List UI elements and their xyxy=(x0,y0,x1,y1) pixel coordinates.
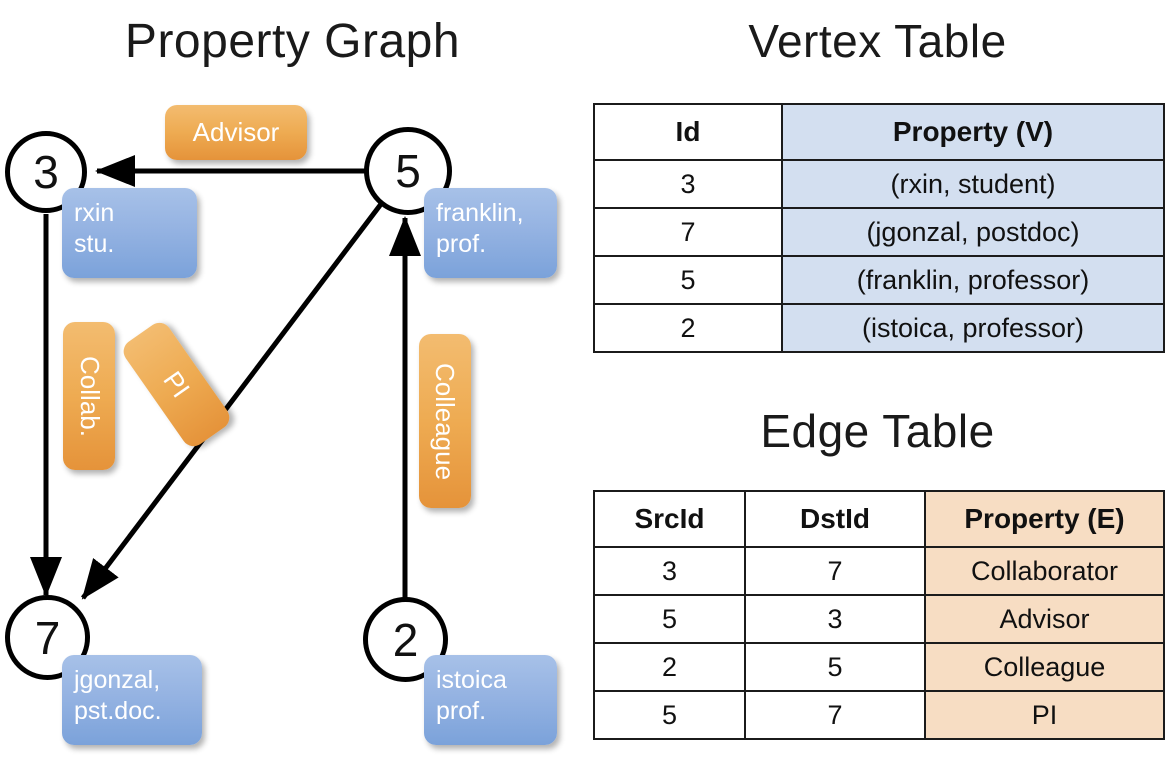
node-2-property-line-1: istoica xyxy=(436,666,507,694)
table-row: 3 (rxin, student) xyxy=(593,159,1165,209)
vertex-row-0-id: 3 xyxy=(593,159,783,209)
node-5-property-line-1: franklin, xyxy=(436,199,524,227)
vertex-row-0-property: (rxin, student) xyxy=(781,159,1165,209)
edge-label-collab: Collab. xyxy=(63,322,115,470)
vertex-table: Id Property (V) 3 (rxin, student) 7 (jgo… xyxy=(593,103,1165,353)
node-5-property-box: franklin, prof. xyxy=(424,188,557,278)
edge-row-1-property: Advisor xyxy=(924,594,1165,644)
node-2-property-box: istoica prof. xyxy=(424,655,557,745)
table-row: 2 (istoica, professor) xyxy=(593,303,1165,353)
edge-label-advisor: Advisor xyxy=(165,105,307,160)
graph-edges-svg xyxy=(30,155,421,600)
edge-label-colleague: Colleague xyxy=(419,334,471,508)
edge-table-header-srcid: SrcId xyxy=(593,490,746,548)
node-3-property-line-2: stu. xyxy=(74,229,115,258)
node-7-property-line-2: pst.doc. xyxy=(74,696,162,725)
edge-row-1-dst: 3 xyxy=(744,594,926,644)
property-graph-panel: Property Graph 3 5 7 2 rxin stu. frankli… xyxy=(5,15,557,745)
edge-label-colleague-text: Colleague xyxy=(430,362,461,480)
edge-label-advisor-text: Advisor xyxy=(192,117,280,147)
graph-node-7-label: 7 xyxy=(34,611,61,664)
vertex-table-header-id: Id xyxy=(593,103,783,161)
graph-node-3-label: 3 xyxy=(33,146,59,198)
edge-row-2-dst: 5 xyxy=(744,642,926,692)
vertex-row-2-id: 5 xyxy=(593,255,783,305)
edge-row-3-src: 5 xyxy=(593,690,746,740)
edge-row-0-dst: 7 xyxy=(744,546,926,596)
edge-label-pi-text: PI xyxy=(157,365,197,403)
vertex-row-3-id: 2 xyxy=(593,303,783,353)
edge-row-0-src: 3 xyxy=(593,546,746,596)
graph-node-5-label: 5 xyxy=(395,145,421,197)
vertex-row-1-property: (jgonzal, postdoc) xyxy=(781,207,1165,257)
table-row: 3 7 Collaborator xyxy=(593,546,1165,596)
table-row: 7 (jgonzal, postdoc) xyxy=(593,207,1165,257)
node-2-property-line-2: prof. xyxy=(436,696,487,725)
edge-row-1-src: 5 xyxy=(593,594,746,644)
table-row: 2 5 Colleague xyxy=(593,642,1165,692)
graph-node-2[interactable]: 2 xyxy=(363,597,448,682)
edge-table-header-dstid: DstId xyxy=(744,490,926,548)
node-3-property-box: rxin stu. xyxy=(62,188,197,278)
table-row: 5 7 PI xyxy=(593,690,1165,740)
page-title-edge-table: Edge Table xyxy=(760,405,995,457)
vertex-table-header-property: Property (V) xyxy=(781,103,1165,161)
node-5-property-line-2: prof. xyxy=(436,229,487,258)
edge-table-header-property: Property (E) xyxy=(924,490,1165,548)
vertex-row-3-property: (istoica, professor) xyxy=(781,303,1165,353)
vertex-row-1-id: 7 xyxy=(593,207,783,257)
page-title-property-graph: Property Graph xyxy=(124,15,461,68)
table-row: 5 (franklin, professor) xyxy=(593,255,1165,305)
edge-row-2-property: Colleague xyxy=(924,642,1165,692)
edge-table-header-row: SrcId DstId Property (E) xyxy=(593,490,1165,548)
graph-node-5[interactable]: 5 xyxy=(364,127,452,215)
edge-label-collab-text: Collab. xyxy=(74,355,105,437)
edge-row-0-property: Collaborator xyxy=(924,546,1165,596)
node-7-property-line-1: jgonzal, xyxy=(74,666,161,694)
table-row: 5 3 Advisor xyxy=(593,594,1165,644)
edge-table: SrcId DstId Property (E) 3 7 Collaborato… xyxy=(593,490,1165,740)
vertex-row-2-property: (franklin, professor) xyxy=(781,255,1165,305)
edge-5-to-7-pi xyxy=(81,202,383,600)
edge-row-3-property: PI xyxy=(924,690,1165,740)
graph-node-2-label: 2 xyxy=(392,613,419,666)
edge-row-3-dst: 7 xyxy=(744,690,926,740)
edge-row-2-src: 2 xyxy=(593,642,746,692)
node-3-property-line-1: rxin xyxy=(74,199,115,227)
page-title-vertex-table: Vertex Table xyxy=(748,15,1007,67)
node-7-property-box: jgonzal, pst.doc. xyxy=(62,655,202,745)
vertex-table-header-row: Id Property (V) xyxy=(593,103,1165,161)
